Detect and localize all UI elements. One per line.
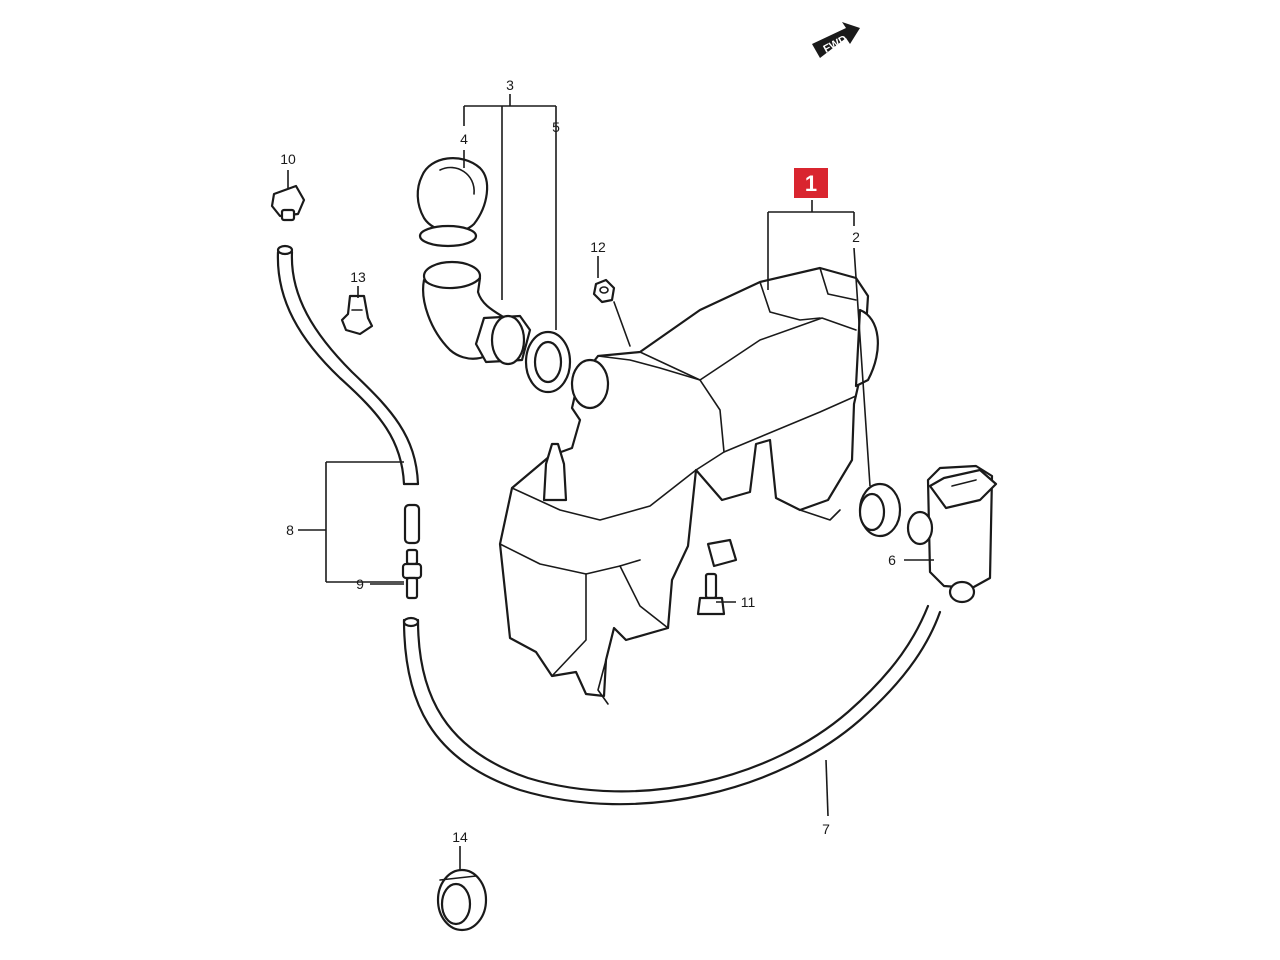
callout-14: 14 <box>452 829 468 845</box>
callout-9: 9 <box>356 576 364 592</box>
mount-nut <box>592 278 631 347</box>
washer-tank <box>498 266 879 705</box>
fwd-arrow-icon: FWD <box>812 22 860 58</box>
callout-2: 2 <box>852 229 860 245</box>
nozzle-cap <box>270 184 306 222</box>
lower-hose <box>402 604 942 806</box>
callout-leaders <box>287 94 934 870</box>
callout-1: 1 <box>805 171 817 196</box>
highlight-badge <box>794 168 828 198</box>
upper-hose <box>276 244 420 486</box>
fwd-label: FWD <box>822 33 850 55</box>
pump-grommet <box>858 482 902 538</box>
neck-gasket <box>524 330 572 394</box>
callout-7: 7 <box>822 821 830 837</box>
callout-13: 13 <box>350 269 366 285</box>
washer-pump <box>906 464 998 604</box>
callout-10: 10 <box>280 151 296 167</box>
filler-neck <box>422 260 532 366</box>
mount-bolt <box>696 572 726 616</box>
callout-6: 6 <box>888 552 896 568</box>
hose-clip <box>340 294 374 336</box>
hose-segment <box>403 503 421 545</box>
callout-4: 4 <box>460 131 468 147</box>
callout-8: 8 <box>286 522 294 538</box>
callout-11: 11 <box>741 594 756 610</box>
tank-grommet <box>436 868 488 932</box>
callout-3: 3 <box>506 77 514 93</box>
callout-12: 12 <box>590 239 606 255</box>
filler-cap <box>416 157 489 248</box>
joint-connector <box>401 548 423 600</box>
callout-5: 5 <box>552 119 560 135</box>
